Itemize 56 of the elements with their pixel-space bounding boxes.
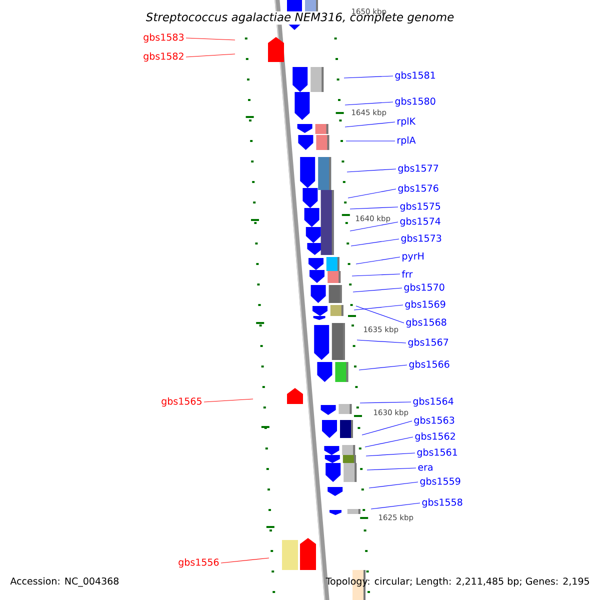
leader-line	[360, 402, 412, 404]
gene-label: gbs1573	[401, 234, 442, 244]
leader-line	[356, 340, 406, 344]
gene-label: pyrH	[402, 252, 424, 262]
leader-line	[204, 398, 254, 402]
gene-label: gbs1576	[398, 184, 438, 194]
leader-line	[346, 140, 396, 142]
leader-line	[350, 238, 400, 246]
gene-label: gbs1575	[400, 202, 440, 212]
gene-label: rplA	[398, 136, 416, 146]
gene-label: gbs1566	[409, 360, 450, 370]
leader-line	[364, 436, 414, 448]
leader-line	[346, 168, 396, 172]
gene-label: gbs1564	[413, 397, 454, 407]
gene-label: gbs1556	[178, 558, 219, 568]
gene-label: era	[418, 465, 432, 471]
leader-line	[366, 452, 416, 456]
gene-label: rplK	[398, 117, 416, 127]
leader-line	[344, 76, 394, 78]
leader-line	[354, 304, 404, 310]
leader-line	[368, 482, 418, 488]
leader-line	[370, 502, 420, 510]
leader-line	[348, 188, 396, 198]
gene-label: gbs1569	[405, 300, 446, 310]
gene-label: gbs1577	[398, 164, 438, 174]
gene-label: gbs1561	[417, 448, 458, 458]
leader-line	[366, 468, 416, 470]
gene-label: gbs1570	[404, 283, 444, 293]
gene-label: gbs1567	[408, 338, 448, 348]
leader-line	[352, 288, 402, 292]
gene-label: gbs1568	[406, 318, 446, 328]
leader-line	[344, 122, 396, 128]
accession-text: Accession: NC_004368	[10, 577, 119, 587]
gene-label: gbs1580	[395, 97, 436, 107]
gene-label: gbs1558	[422, 498, 462, 508]
gene-label: gbs1565	[162, 397, 202, 407]
leader-line	[344, 102, 394, 106]
leader-line	[362, 420, 412, 436]
gene-label: gbs1562	[415, 432, 455, 442]
genome-stats-text: Topology: circular; Length: 2,211,485 bp; Genes: 2,195	[326, 577, 589, 587]
leader-line	[220, 558, 270, 564]
gene-label: gbs1559	[420, 477, 460, 487]
gene-label: gbs1583	[144, 33, 184, 43]
leader-line	[358, 364, 408, 370]
gene-label: frr	[402, 270, 413, 278]
leader-line	[356, 256, 400, 264]
leader-line	[186, 54, 236, 58]
leader-line	[356, 306, 404, 324]
gene-label: gbs1582	[144, 52, 184, 62]
leader-line	[350, 206, 398, 210]
leader-line	[352, 274, 400, 276]
gene-label: gbs1574	[400, 217, 440, 227]
gene-label: gbs1563	[414, 416, 454, 426]
leader-line	[186, 38, 236, 40]
leader-line	[350, 222, 398, 232]
gene-label: gbs1581	[395, 71, 436, 81]
